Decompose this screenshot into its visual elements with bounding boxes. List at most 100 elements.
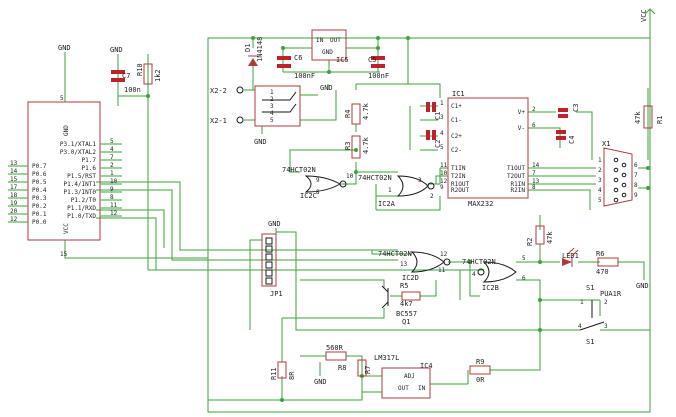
mcu-left-pin-name: P0.0 [32, 219, 47, 226]
d1-diode: D1 1N4148 [244, 37, 264, 66]
ic2c-label: IC2C [300, 192, 317, 200]
ic4-adj-label: ADJ [404, 373, 415, 380]
s1-type-label: PUA1R [600, 290, 622, 298]
s1-pin-3: 3 [604, 323, 608, 330]
ic5-in-label: IN [316, 37, 324, 44]
r10-resistor: R10 1k2 [136, 54, 162, 85]
x1-pin-num: 2 [598, 167, 602, 174]
ic2d-pin-11: 11 [438, 267, 446, 274]
r9-resistor: R9 0R [469, 358, 491, 384]
ic4-regulator: LM317L IC4 ADJ OUT IN [374, 354, 433, 399]
jp1-gnd-label: GND [268, 220, 281, 228]
mcu-right-pin-name: P1.5/RST [67, 173, 96, 180]
mcu-left-pin-num: 14 [10, 168, 18, 175]
max232-left-pin-num: 3 [440, 114, 444, 121]
max232-right-pin-name: T1OUT [507, 165, 525, 172]
jp1-pin [265, 261, 273, 269]
mcu-right-pins: 5P3.1/XTAL14P3.0/XTAL27P1.72P1.61P1.5/RS… [60, 138, 122, 220]
x1-pin-num: 5 [598, 197, 602, 204]
max232-right-pin-num: 13 [532, 178, 540, 185]
r4-label: R4 [344, 110, 352, 118]
ic2b-pin-5: 5 [522, 255, 526, 262]
ic2c-gate: 74HCT02N IC2C 9 8 10 [282, 166, 354, 200]
led-gnd-label: GND [636, 282, 649, 290]
x1-pin-contact [621, 192, 627, 198]
s1-switch: S1 PUA1R 1 2 3 4 S1 [578, 284, 622, 346]
mcu-left-pin-name: P0.4 [32, 187, 47, 194]
mcu-right-pin-name: P1.7 [82, 157, 97, 164]
mcu-right-pin-num: 8 [110, 194, 114, 201]
max232-left-pin-num: 9 [440, 184, 444, 191]
r3-value: 4.7k [362, 136, 370, 154]
x2-pin-2: 2 [270, 96, 274, 103]
ic4-label: IC4 [420, 362, 433, 370]
x2-2-label: X2-2 [210, 87, 227, 95]
mcu-left-pin-num: 18 [10, 192, 18, 199]
mcu-right-pin-name: P3.0/XTAL2 [60, 149, 97, 156]
ic2a-pin-2: 2 [430, 193, 434, 200]
r11-label: R11 [270, 367, 278, 380]
x2-1-label: X2-1 [210, 117, 227, 125]
mcu-right-pin-name: P1.3/INT0 [63, 189, 96, 196]
c3-label: C3 [572, 104, 580, 112]
c7-capacitor: GND C7 100n [110, 46, 141, 94]
max232-right-pin-num: 2 [532, 106, 536, 113]
mcu-pin-bottom: 15 [60, 251, 68, 258]
r1-value: 47k [634, 111, 642, 124]
ic2b-type-label: 74HCT02N [462, 258, 496, 266]
c1-capacitor: C1 [426, 102, 442, 120]
mcu-right-pin-num: 5 [110, 138, 114, 145]
mcu-right-pin-name: P1.2/T0 [71, 197, 97, 204]
max232-right-pin-name: R2IN [511, 187, 526, 194]
r11-resistor: R11 8R [270, 361, 296, 380]
c5-label: C5 [368, 56, 376, 64]
max232-right-pin-num: 8 [532, 184, 536, 191]
x1-pin-contact [613, 157, 619, 163]
r5-resistor: R5 4k7 [400, 282, 421, 308]
x1-pin-contact [613, 177, 619, 183]
max232-right-pin-num: 6 [532, 122, 536, 129]
mcu-left-pin-name: P0.2 [32, 203, 47, 210]
max232-left-pin-num: 12 [440, 178, 448, 185]
c6-label: C6 [294, 54, 302, 62]
max232-right-pin-name: V+ [518, 109, 526, 116]
ic2a-label: IC2A [378, 200, 396, 208]
max232-left-pin-name: C1- [451, 117, 462, 124]
ic2b-gate: 74HCT02N IC2B 5 6 4 [462, 255, 526, 292]
c7-label: C7 [122, 72, 130, 80]
r1-label: R1 [656, 116, 664, 124]
c6-capacitor: C6 100nF [277, 54, 315, 80]
mcu-right-pin-num: 1 [110, 170, 114, 177]
r10-value: 1k2 [154, 69, 162, 82]
max232-left-pin-name: T2IN [451, 173, 466, 180]
s1-pin-4: 4 [578, 323, 582, 330]
x1-pin-num: 1 [598, 157, 602, 164]
ic2a-pin-1: 1 [388, 187, 392, 194]
x1-pin-contact [613, 167, 619, 173]
mcu-right-pin-num: 12 [110, 210, 118, 217]
r7-label: R7 [364, 366, 372, 374]
mcu-left-pin-num: 19 [10, 200, 18, 207]
jp1-pins [265, 237, 273, 285]
x1-pin-contact [621, 182, 627, 188]
ic1-label: IC1 [452, 90, 465, 98]
jp1-pin [265, 245, 273, 253]
mcu-pin-top: 5 [60, 95, 64, 102]
r6-value: 470 [596, 268, 609, 276]
c1-label: C1 [434, 112, 442, 120]
ic2a-pin-3: 3 [418, 177, 422, 184]
r3-label: R3 [344, 142, 352, 150]
ic4-type-label: LM317L [374, 354, 399, 362]
mcu-left-pin-name: P0.5 [32, 179, 47, 186]
mcu-vcc-label: VCC [63, 223, 70, 234]
ic2c-pin-10: 10 [346, 173, 354, 180]
r10-label: R10 [136, 63, 144, 76]
x2-pin-5: 5 [270, 117, 274, 124]
x1-pin-num: 6 [634, 162, 638, 169]
s1-label: S1 [586, 338, 594, 346]
jp1-pin [265, 269, 273, 277]
